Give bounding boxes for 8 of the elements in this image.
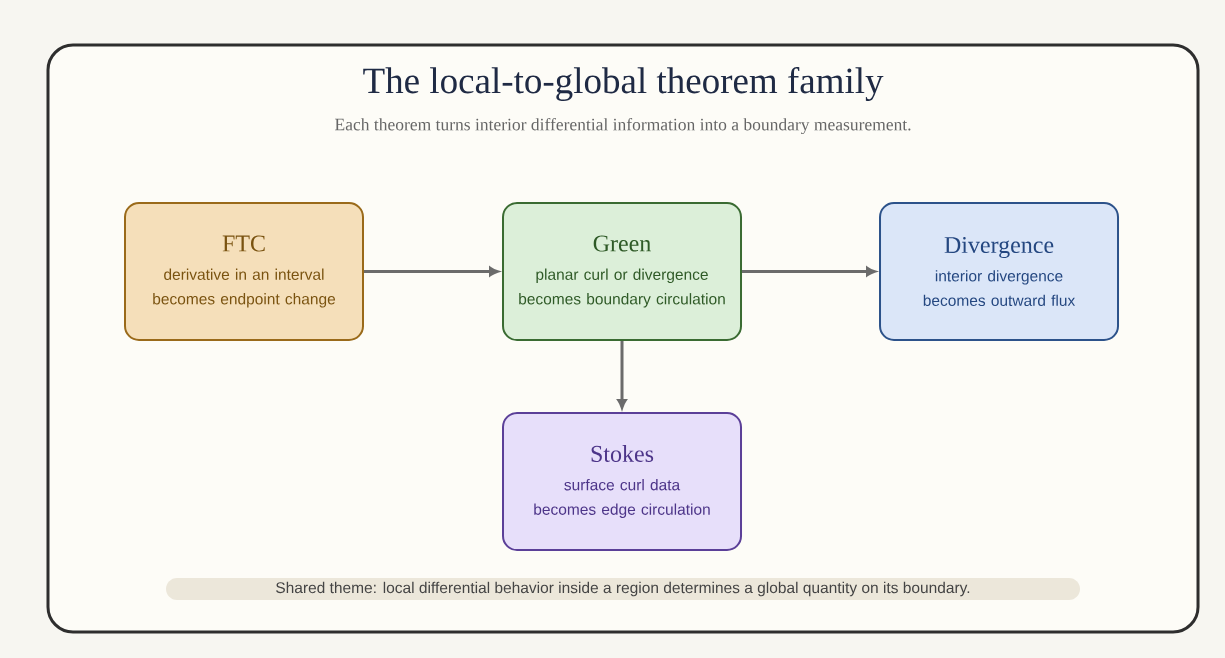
theorem-box: Green planar curl or divergence becomes boundary circulation — [502, 202, 742, 341]
arrow — [617, 341, 627, 409]
title: The local-to-global theorem family — [363, 67, 884, 101]
theorem-box: Divergence interior divergence becomes outward flux — [879, 202, 1119, 341]
theme-band: Shared theme: local differential behavior inside a region determines a global quantity on its boundary. — [166, 578, 1080, 600]
theorem-box: FTC derivative in an interval becomes endpoint change — [124, 202, 364, 341]
subtitle: Each theorem turns interior differential information into a boundary measurement. — [335, 117, 911, 135]
theorem-box: Stokes surface curl data becomes edge circulation — [502, 412, 742, 551]
